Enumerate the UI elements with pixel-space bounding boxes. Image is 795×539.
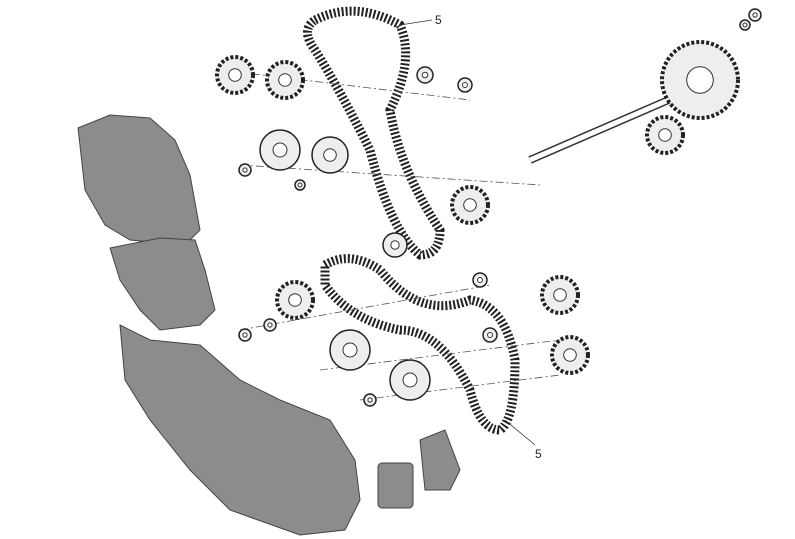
hub	[367, 397, 373, 403]
lower-timing-cover	[119, 324, 361, 536]
hub	[563, 348, 577, 362]
hub	[272, 142, 288, 158]
lower-timing-belt	[320, 254, 520, 435]
middle-timing-cover	[109, 237, 216, 331]
hub	[288, 293, 302, 307]
bracket-plate	[419, 429, 461, 491]
hub	[658, 128, 672, 142]
hub	[323, 148, 337, 162]
hub	[297, 182, 303, 188]
hub	[742, 22, 748, 28]
hub	[267, 322, 273, 328]
hub	[553, 288, 567, 302]
upper-timing-cover	[77, 114, 201, 246]
hub	[487, 332, 493, 338]
hub	[228, 68, 242, 82]
sensor-block	[377, 462, 414, 509]
hub	[390, 240, 400, 250]
gears-group	[215, 8, 762, 407]
hub	[686, 66, 714, 94]
hub	[402, 372, 418, 388]
hub	[278, 73, 292, 87]
callout-upper-belt: 5	[435, 13, 442, 27]
upper-timing-belt	[303, 6, 445, 260]
hub	[342, 342, 358, 358]
hub	[463, 198, 477, 212]
hub	[752, 12, 758, 18]
hub	[421, 71, 429, 79]
callout-lower-belt: 5	[535, 447, 542, 461]
hub	[242, 167, 248, 173]
hub	[462, 82, 468, 88]
hub	[477, 277, 483, 283]
hub	[242, 332, 248, 338]
